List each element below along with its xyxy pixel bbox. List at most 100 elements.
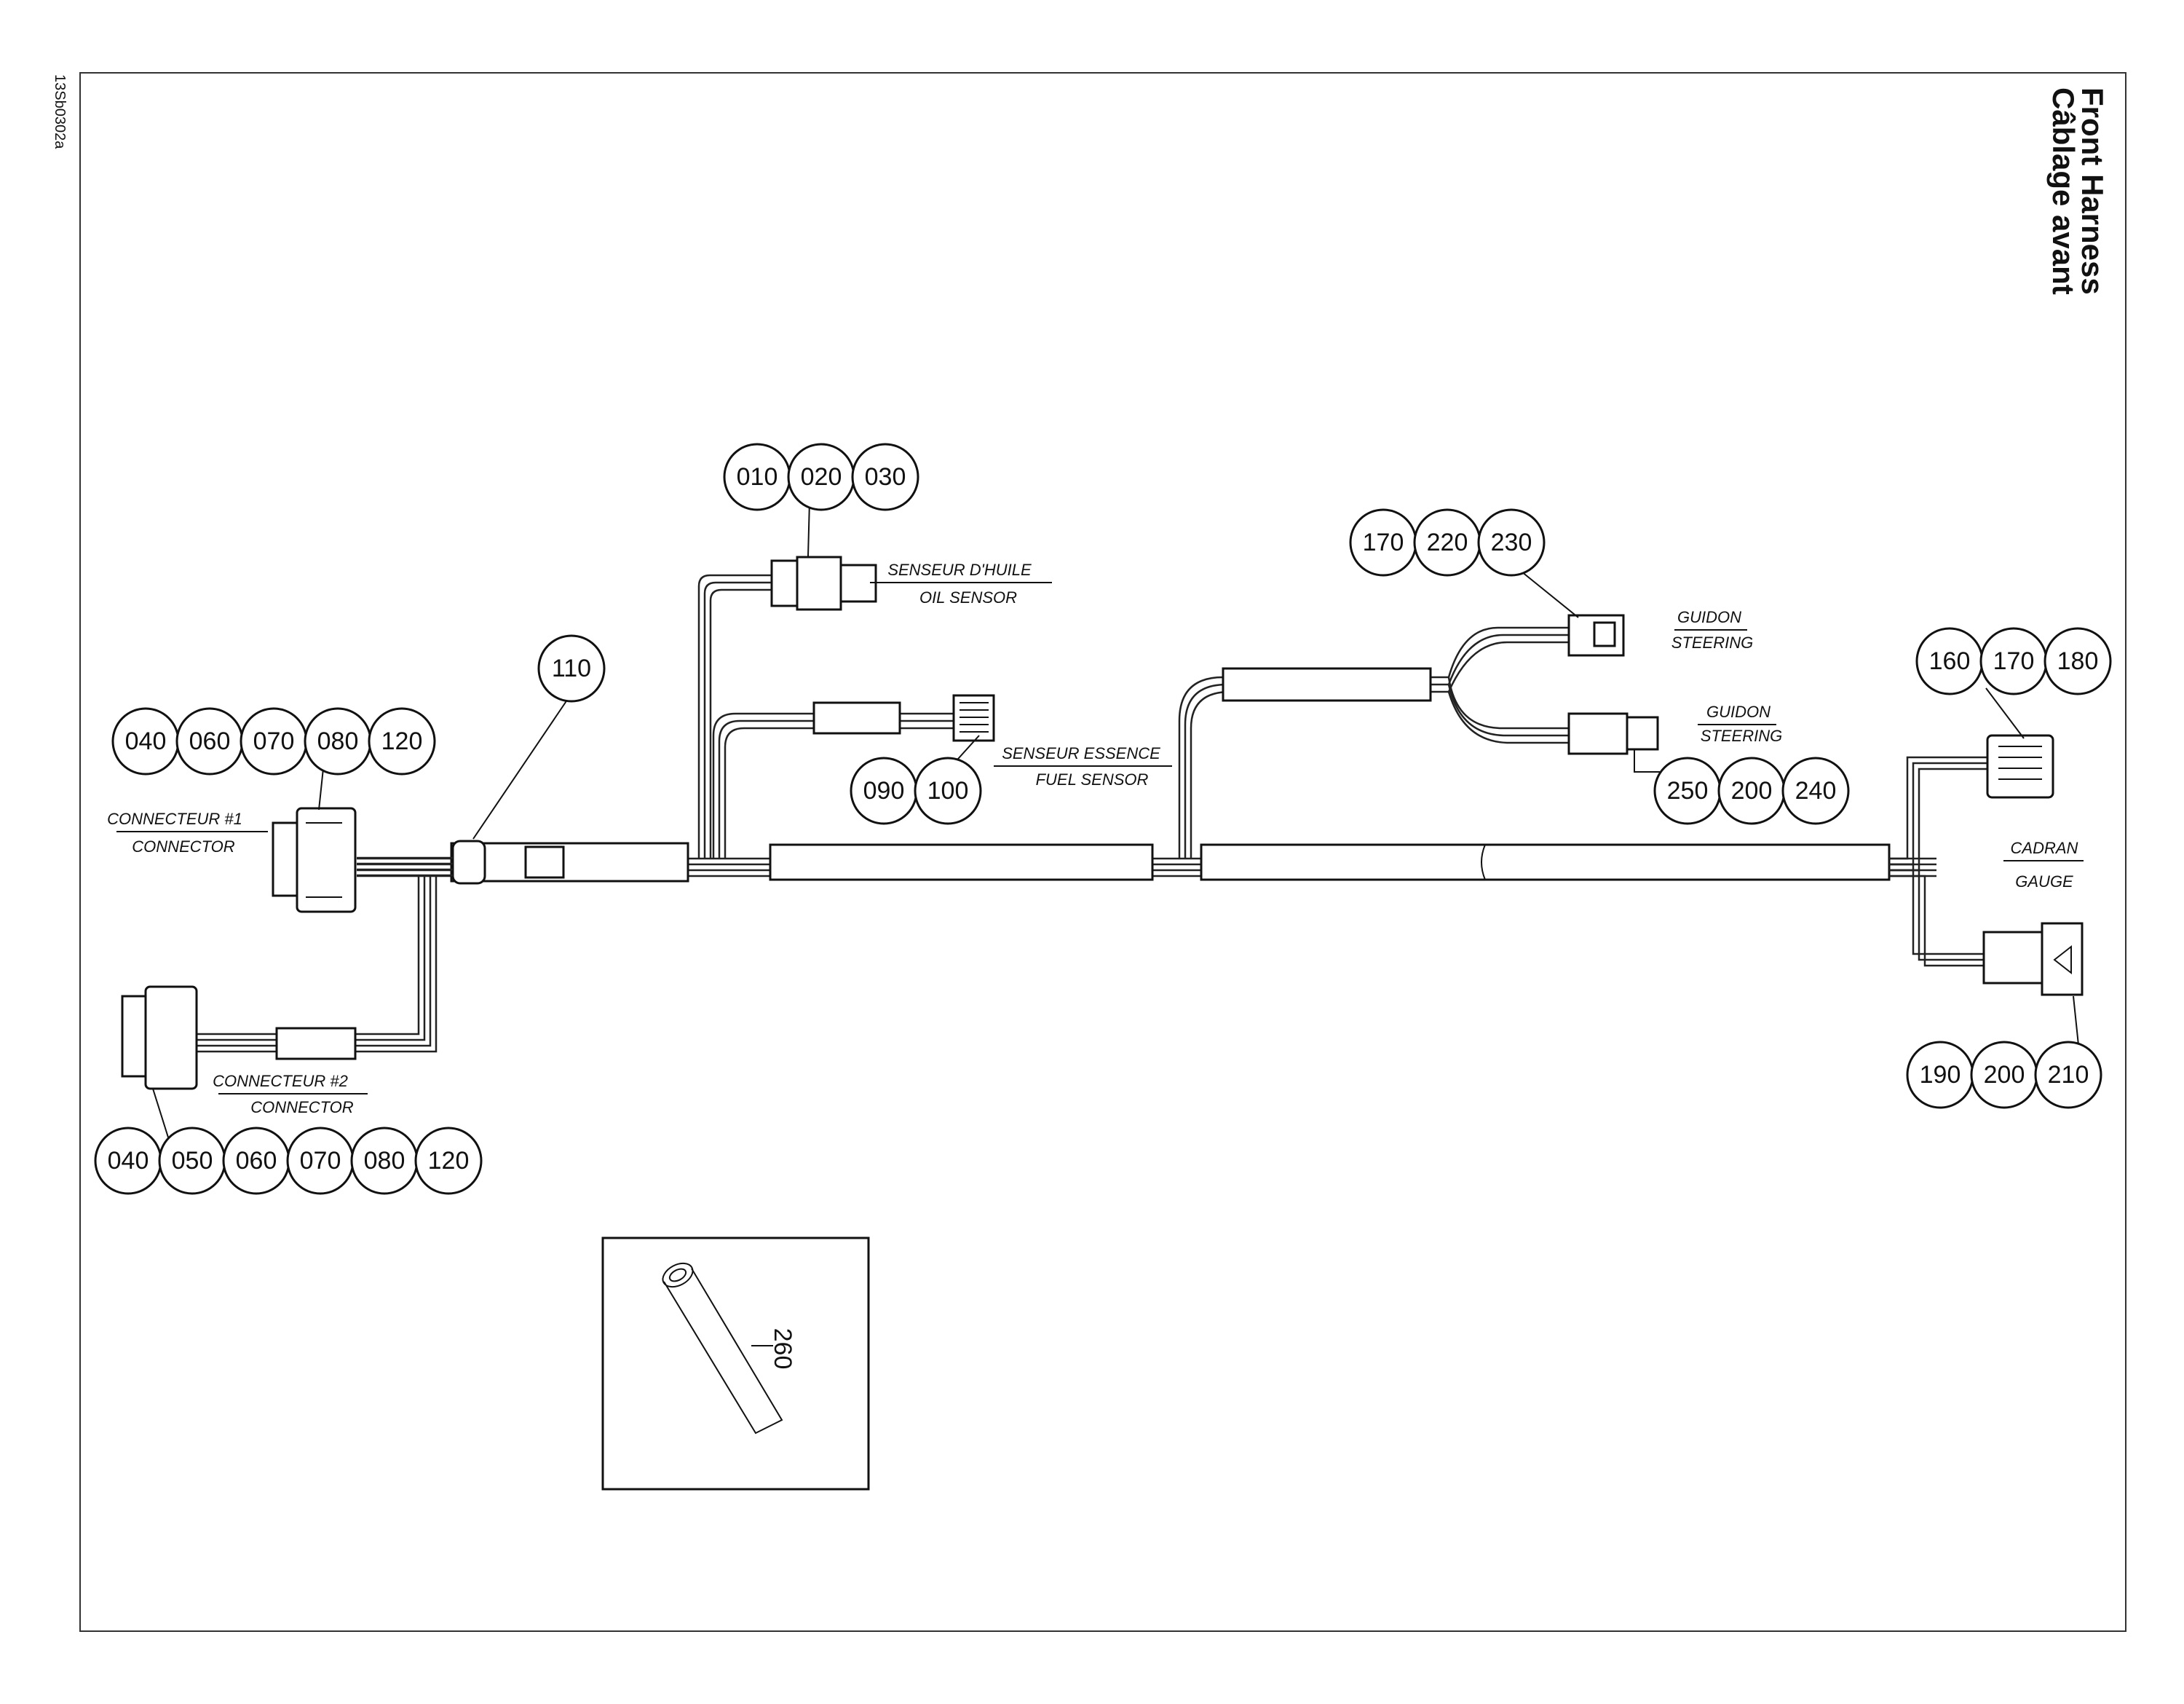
callout-group-c1: 040 060 070 080 120 bbox=[111, 707, 436, 776]
callout-number: 230 bbox=[1491, 529, 1532, 556]
svg-text:CONNECTEUR #1: CONNECTEUR #1 bbox=[107, 810, 242, 828]
callout-number: 250 bbox=[1667, 777, 1709, 805]
label-steering-upper: GUIDON STEERING bbox=[1671, 608, 1753, 652]
svg-text:FUEL SENSOR: FUEL SENSOR bbox=[1036, 770, 1149, 789]
steering-branch bbox=[1178, 614, 1659, 859]
svg-text:CONNECTOR: CONNECTOR bbox=[132, 837, 234, 856]
tape-block bbox=[524, 845, 565, 879]
callout-number: 040 bbox=[125, 727, 167, 755]
callout-number: 200 bbox=[1984, 1061, 2025, 1089]
callout-number: 100 bbox=[927, 777, 969, 805]
tube-end-inner bbox=[668, 1268, 687, 1282]
callout-number: 120 bbox=[428, 1147, 470, 1175]
callout-bubble bbox=[414, 1127, 483, 1195]
gauge-connector-lower bbox=[1982, 931, 2047, 985]
callout-number: 170 bbox=[1993, 647, 2035, 675]
callout-number: 070 bbox=[253, 727, 295, 755]
callout-group-clip: 110 bbox=[537, 634, 606, 703]
label-steering-lower: GUIDON STEERING bbox=[1698, 703, 1782, 745]
drawing-frame bbox=[79, 72, 2126, 1632]
callout-group-fuel: 090 100 bbox=[850, 757, 982, 825]
leader-connector-2 bbox=[152, 1088, 170, 1140]
callout-number: 060 bbox=[236, 1147, 277, 1175]
leader-lines bbox=[152, 500, 2079, 1140]
callout-bubble bbox=[537, 634, 606, 703]
steering-connector-lower-tip bbox=[1626, 716, 1659, 751]
leader-gauge-lower bbox=[2073, 995, 2079, 1046]
callout-number: 190 bbox=[1920, 1061, 1961, 1089]
sheath-section-3 bbox=[1200, 843, 1891, 881]
connector-labels: CONNECTEUR #1 CONNECTOR CONNECTEUR #2 CO… bbox=[107, 561, 2084, 1116]
title-english: Front Harness bbox=[2076, 87, 2110, 295]
callout-number: 180 bbox=[2057, 647, 2099, 675]
callout-number: 050 bbox=[172, 1147, 213, 1175]
callout-group-gauge_bottom: 190 200 210 bbox=[1906, 1041, 2102, 1109]
callout-bubble bbox=[368, 707, 436, 776]
steering-connector-upper-latch bbox=[1593, 621, 1616, 647]
callout-number: 240 bbox=[1795, 777, 1837, 805]
svg-text:STEERING: STEERING bbox=[1701, 727, 1782, 745]
callout-bubble bbox=[2043, 627, 2112, 695]
drawing-reference: 13Sb0302a bbox=[52, 74, 68, 149]
callout-number: 170 bbox=[1363, 529, 1404, 556]
callout-number: 010 bbox=[737, 463, 778, 491]
sheath-section-1 bbox=[450, 842, 689, 883]
svg-text:CONNECTEUR #2: CONNECTEUR #2 bbox=[213, 1072, 348, 1090]
leader-oil bbox=[807, 500, 810, 557]
callout-number: 210 bbox=[2048, 1061, 2089, 1089]
main-harness-trunk bbox=[357, 840, 1936, 885]
svg-text:OIL SENSOR: OIL SENSOR bbox=[919, 588, 1017, 607]
oil-connector-half-b bbox=[796, 556, 842, 611]
callout-number: 020 bbox=[801, 463, 842, 491]
callout-number: 090 bbox=[863, 777, 905, 805]
diagram-title: Front Harness Câblage avant bbox=[2046, 87, 2110, 295]
callout-group-steer2: 250 200 240 bbox=[1653, 757, 1850, 825]
connector-2-sheath bbox=[275, 1027, 357, 1060]
callout-number: 030 bbox=[865, 463, 906, 491]
fuel-sensor-branch bbox=[712, 694, 995, 859]
svg-text:GAUGE: GAUGE bbox=[2015, 872, 2073, 891]
callout-bubble bbox=[1477, 508, 1546, 577]
sheath-section-2 bbox=[769, 843, 1154, 881]
svg-text:GUIDON: GUIDON bbox=[1677, 608, 1741, 626]
callout-group-steer1: 170 220 230 bbox=[1349, 508, 1546, 577]
callout-bubble bbox=[1781, 757, 1850, 825]
sheath-break-mark bbox=[1481, 844, 1486, 880]
tube-end-outer bbox=[662, 1262, 694, 1288]
callout-group-gauge_top: 160 170 180 bbox=[1915, 627, 2112, 695]
title-french: Câblage avant bbox=[2046, 87, 2081, 295]
connector-2-body bbox=[144, 985, 198, 1090]
callout-number: 160 bbox=[1929, 647, 1971, 675]
leader-steering-upper bbox=[1521, 571, 1579, 618]
tube-part-number: 260 bbox=[769, 1328, 796, 1370]
svg-text:CONNECTOR: CONNECTOR bbox=[250, 1098, 353, 1116]
tube-inset: 260 bbox=[601, 1236, 870, 1491]
svg-text:SENSEUR ESSENCE: SENSEUR ESSENCE bbox=[1002, 744, 1160, 762]
callout-group-oil: 010 020 030 bbox=[723, 443, 919, 511]
callout-bubble bbox=[914, 757, 982, 825]
callout-number: 220 bbox=[1427, 529, 1468, 556]
leader-gauge-upper bbox=[1985, 687, 2025, 739]
svg-text:GUIDON: GUIDON bbox=[1706, 703, 1770, 721]
callout-number: 200 bbox=[1731, 777, 1773, 805]
leader-clip bbox=[472, 687, 576, 840]
tube-inset-frame bbox=[601, 1236, 870, 1491]
callout-number: 080 bbox=[317, 727, 359, 755]
label-gauge: CADRAN GAUGE bbox=[2003, 839, 2084, 891]
harness-clip bbox=[451, 840, 486, 885]
label-connector-1: CONNECTEUR #1 CONNECTOR bbox=[107, 810, 268, 856]
steering-sheath bbox=[1222, 667, 1432, 702]
gauge-connector-lower-head bbox=[2041, 922, 2084, 996]
svg-text:STEERING: STEERING bbox=[1671, 634, 1753, 652]
label-connector-2: CONNECTEUR #2 CONNECTOR bbox=[213, 1072, 368, 1116]
callout-number: 120 bbox=[381, 727, 423, 755]
svg-text:SENSEUR D'HUILE: SENSEUR D'HUILE bbox=[887, 561, 1032, 579]
callout-number: 060 bbox=[189, 727, 231, 755]
callout-number: 040 bbox=[108, 1147, 149, 1175]
callout-number: 070 bbox=[300, 1147, 341, 1175]
callout-number: 110 bbox=[552, 655, 591, 682]
label-fuel-sensor: SENSEUR ESSENCE FUEL SENSOR bbox=[994, 744, 1172, 789]
callout-bubble bbox=[2034, 1041, 2102, 1109]
